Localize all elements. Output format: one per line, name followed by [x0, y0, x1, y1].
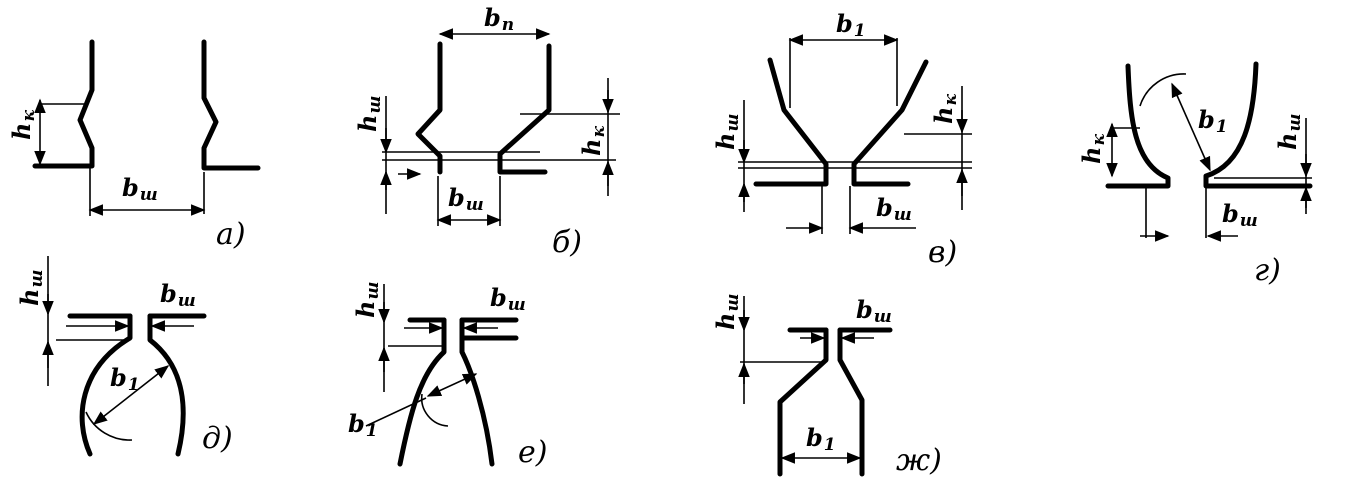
fig-b-caption: б) — [552, 225, 582, 260]
fig-e-caption: е) — [518, 435, 547, 470]
fig-zh-b-label: bш — [856, 295, 892, 327]
fig-a-b-label: bш — [122, 173, 158, 205]
fig-g-b-label: bш — [1222, 199, 1258, 231]
figure-a: hк bш а) — [7, 39, 261, 252]
fig-zh-b1-label: b1 — [806, 423, 836, 455]
fig-g-b1-dimension — [1171, 82, 1211, 172]
figure-zh: hш bш b1 ж) — [711, 294, 942, 478]
fig-e-b-label: bш — [490, 283, 526, 315]
fig-b-h2-label: hк — [577, 126, 609, 156]
fig-zh-h-label: hш — [711, 294, 743, 330]
figure-g: bш b1 hк hш г) — [1077, 61, 1313, 288]
fig-d-b-label: bш — [160, 279, 196, 311]
fig-g-right-wall — [1203, 61, 1313, 189]
fig-v-b-label: bш — [876, 193, 912, 225]
fig-g-h1-label: hк — [1077, 134, 1109, 164]
fig-g-caption: г) — [1254, 253, 1281, 288]
fig-e-circle-arc — [420, 393, 449, 427]
fig-e-leader — [365, 397, 427, 427]
fig-v-btop-label: b1 — [836, 9, 866, 41]
figure-d: hш bш b1 д) — [15, 256, 233, 457]
fig-d-b1-dimension — [92, 365, 170, 425]
fig-d-b1-label: b1 — [110, 363, 140, 395]
figure-e: hш bш b1 е) — [348, 282, 547, 470]
fig-d-h-label: hш — [15, 270, 47, 306]
fig-g-bulb-outline — [1105, 63, 1171, 189]
figure-b: bп hш hк bш б) — [353, 3, 620, 260]
fig-d-right-wall — [147, 313, 186, 457]
fig-a-h-label: hк — [7, 110, 39, 140]
fig-zh-left-wall — [777, 327, 829, 477]
fig-g-circle-arc — [1139, 73, 1187, 107]
fig-e-left-wall — [397, 317, 447, 467]
fig-g-b1-label: b1 — [1198, 105, 1228, 137]
fig-d-left-wall — [79, 313, 133, 457]
fig-v-caption: в) — [928, 235, 957, 270]
fig-b-h1-label: hш — [353, 96, 385, 132]
fig-g-h2-label: hш — [1273, 114, 1305, 150]
fig-a-left-wall — [32, 39, 95, 169]
fig-v-left-wall — [753, 57, 829, 187]
fig-e-h-label: hш — [351, 282, 383, 318]
fig-a-right-wall — [201, 39, 261, 171]
fig-zh-right-wall — [837, 327, 865, 477]
fig-v-h2-label: hк — [929, 94, 961, 124]
fig-b-btop-label: bп — [484, 3, 514, 35]
fig-zh-caption: ж) — [896, 443, 942, 478]
fig-b-b-label: bш — [448, 183, 484, 215]
fig-v-right-wall — [851, 59, 929, 187]
fig-d-caption: д) — [202, 421, 233, 456]
figure-v: b1 hш hк bш в) — [711, 9, 972, 270]
fig-a-caption: а) — [216, 217, 246, 252]
fig-b-left-wall — [415, 41, 443, 175]
fig-d-circle-arc — [85, 411, 133, 441]
fig-e-right-wall — [459, 317, 495, 467]
fig-e-b1-dimension — [426, 373, 478, 397]
fig-g-slot-lines — [1145, 186, 1207, 238]
fig-e-top-flange — [407, 317, 519, 341]
fig-b-right-wall — [497, 43, 552, 175]
fig-e-b1-label: b1 — [348, 409, 378, 441]
fig-v-h1-label: hш — [711, 114, 743, 150]
